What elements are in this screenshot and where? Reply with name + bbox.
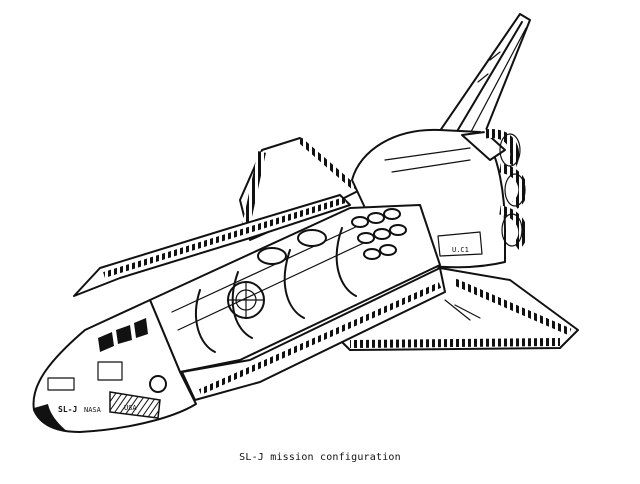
figure-caption: SL-J mission configuration [239, 452, 401, 463]
forward-fuselage: SL-J NASA USA [32, 299, 197, 433]
hull-marking-1: SL-J [58, 405, 77, 414]
payload-bay-door-upper [73, 194, 351, 297]
left-wing [239, 137, 361, 241]
pallet-experiments [351, 208, 407, 260]
svg-text:U.C1: U.C1 [452, 246, 469, 254]
main-engines [484, 129, 528, 250]
hull-marking-3: USA [124, 404, 137, 412]
payload-bay [149, 204, 441, 373]
hull-marking-2: NASA [84, 406, 102, 414]
